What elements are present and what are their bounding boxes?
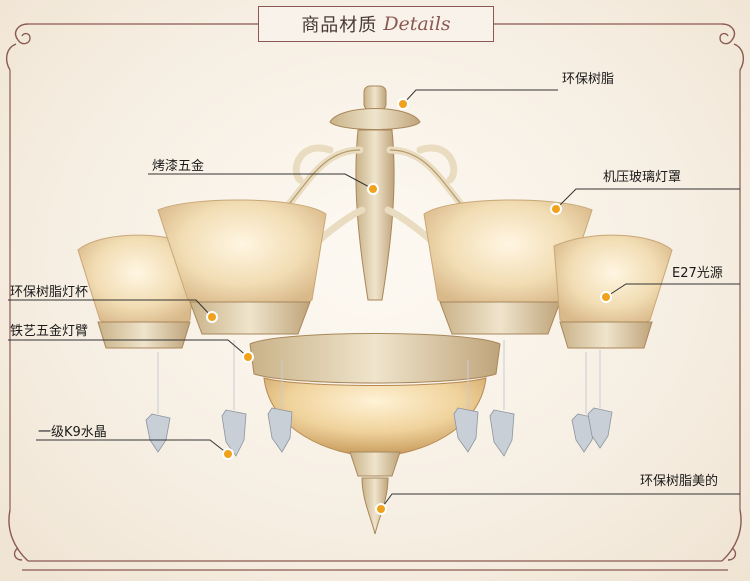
glass-bowl	[263, 377, 487, 457]
canopy	[329, 85, 421, 130]
callout-paint-hardware: 烤漆五金	[152, 159, 205, 174]
callout-crystal: 一级K9水晶	[38, 425, 107, 440]
callout-resin-cup: 环保树脂灯杯	[10, 285, 89, 300]
central-stem	[355, 129, 395, 301]
central-ring	[249, 333, 501, 384]
callout-resin-bottom: 环保树脂美的	[640, 474, 719, 489]
corner-ornament-bottom-right	[721, 509, 742, 562]
callout-e27: E27光源	[672, 266, 723, 281]
callout-iron-arm: 铁艺五金灯臂	[10, 324, 89, 339]
header-title-en: Details	[383, 13, 451, 35]
corner-ornament-top-left	[5, 23, 31, 71]
section-header: 商品材质 Details	[258, 6, 494, 42]
corner-ornament-bottom-left	[8, 509, 29, 562]
glass-shade-right	[423, 199, 593, 335]
finial	[349, 451, 401, 535]
callout-resin-top: 环保树脂	[562, 72, 615, 87]
header-title-cn: 商品材质	[301, 15, 378, 36]
callout-glass-shade: 机压玻璃灯罩	[603, 170, 682, 185]
glass-shade-far-right	[553, 234, 673, 349]
corner-ornament-top-right	[719, 23, 745, 71]
glass-shade-left	[157, 199, 327, 335]
